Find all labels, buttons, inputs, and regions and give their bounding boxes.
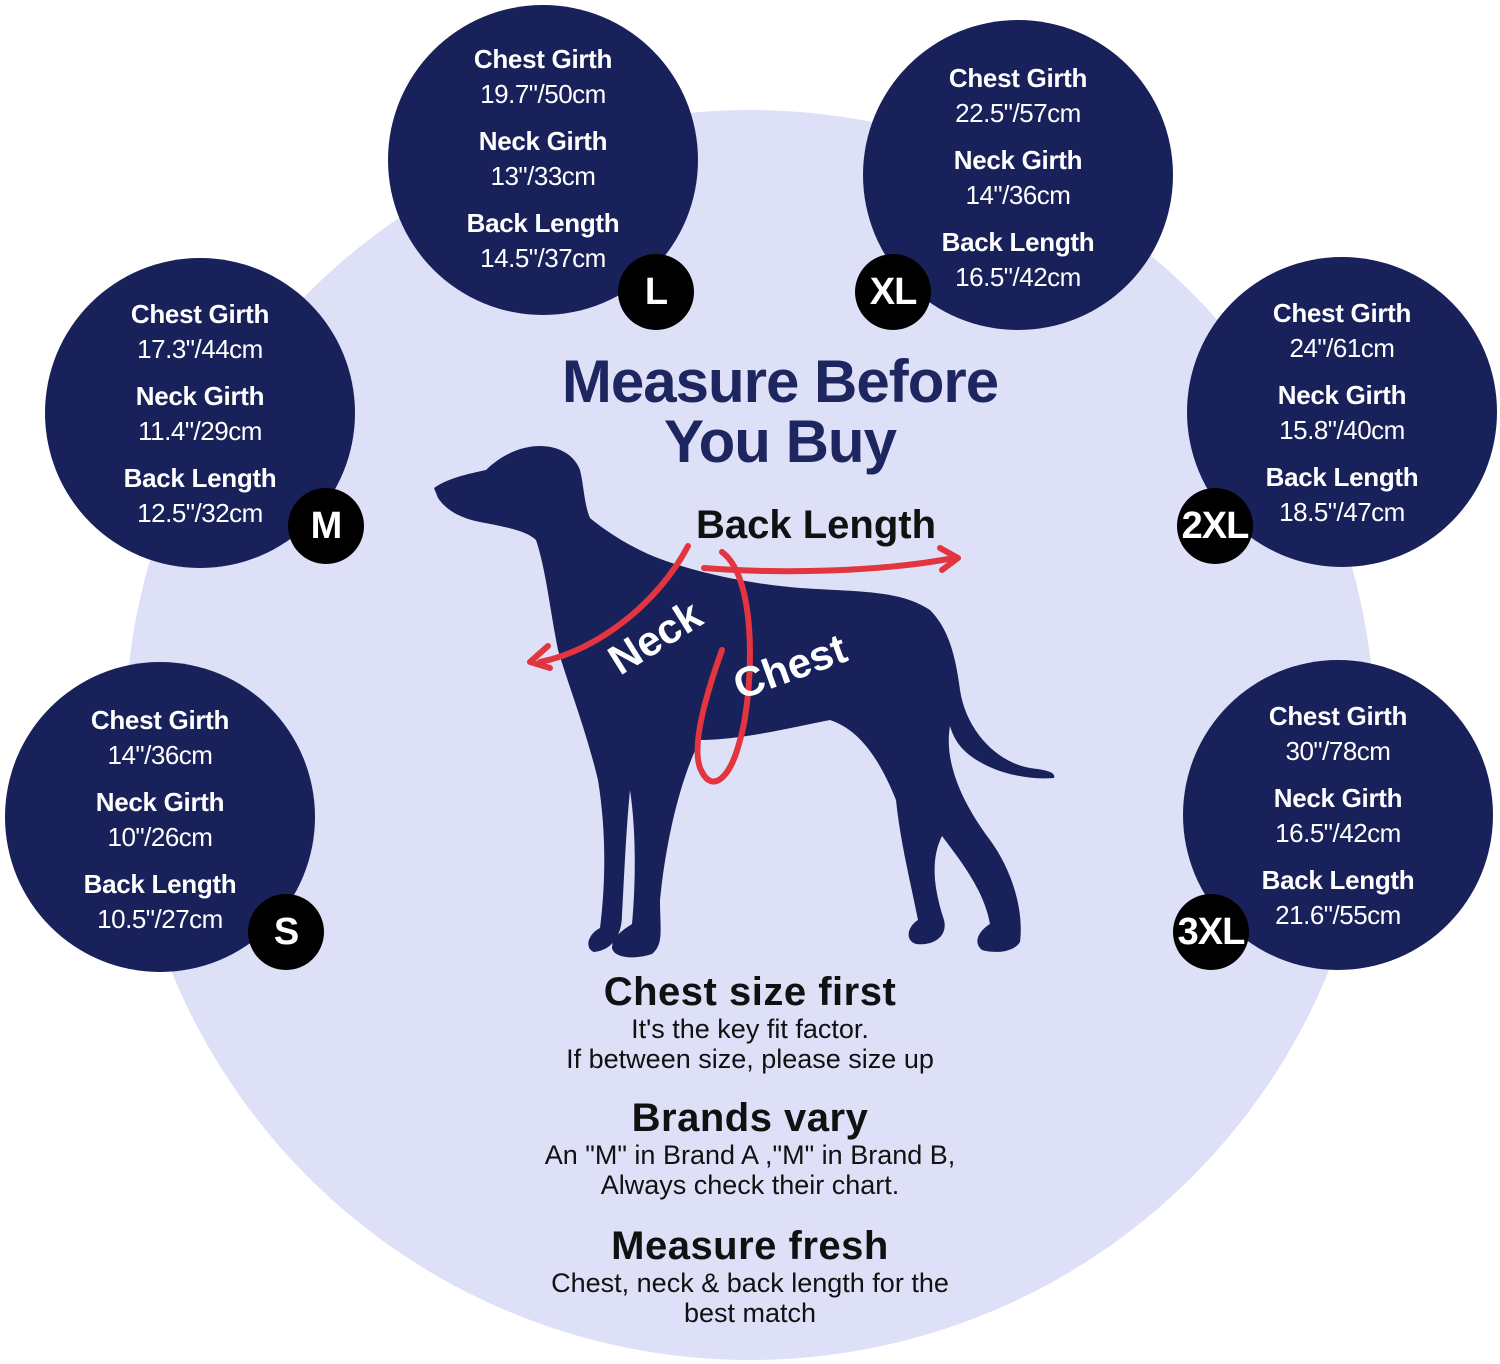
chest-line: [694, 549, 753, 785]
dog-measurement-illustration: Back Length Neck Chest: [434, 446, 1055, 958]
chest-girth-value: 30"/78cm: [1285, 736, 1391, 766]
back-length-label: Back Length: [83, 869, 237, 899]
tip-heading: Chest size first: [603, 970, 897, 1014]
neck-girth-value: 15.8"/40cm: [1279, 415, 1405, 445]
back-length-measure-label: Back Length: [696, 503, 936, 547]
page-title: Measure Before You Buy: [561, 348, 999, 475]
tip-line: If between size, please size up: [566, 1044, 934, 1074]
back-length-arrowhead: [937, 545, 961, 573]
chest-girth-value: 22.5"/57cm: [955, 98, 1081, 128]
tip-chest-first: Chest size first It's the key fit factor…: [400, 970, 1100, 1074]
neck-girth-value: 11.4"/29cm: [138, 416, 262, 446]
tip-line: Chest, neck & back length for the: [551, 1268, 949, 1298]
neck-girth-value: 13"/33cm: [490, 161, 596, 191]
size-badge-m: M: [288, 488, 364, 564]
back-length-value: 12.5"/32cm: [137, 498, 263, 528]
back-length-label: Back Length: [123, 463, 277, 493]
chest-girth-label: Chest Girth: [90, 705, 230, 735]
back-length-value: 18.5"/47cm: [1279, 497, 1405, 527]
back-length-value: 14.5"/37cm: [480, 243, 606, 273]
tip-line: It's the key fit factor.: [631, 1014, 869, 1044]
neck-line: [537, 543, 691, 665]
back-length-label: Back Length: [941, 227, 1095, 257]
neck-girth-label: Neck Girth: [135, 381, 265, 411]
chest-girth-label: Chest Girth: [1268, 701, 1408, 731]
chest-girth-value: 17.3"/44cm: [137, 334, 263, 364]
chest-girth-label: Chest Girth: [130, 299, 270, 329]
chest-girth-label: Chest Girth: [948, 63, 1088, 93]
size-badge-s: S: [248, 894, 324, 970]
tip-line: Always check their chart.: [600, 1170, 900, 1200]
neck-girth-label: Neck Girth: [1277, 380, 1407, 410]
back-length-value: 16.5"/42cm: [955, 262, 1081, 292]
tip-heading: Brands vary: [631, 1096, 869, 1140]
size-badge-xl: XL: [855, 254, 931, 330]
dog-silhouette: [434, 446, 1055, 958]
neck-girth-value: 16.5"/42cm: [1275, 818, 1401, 848]
tip-line: best match: [683, 1298, 817, 1328]
back-length-value: 21.6"/55cm: [1275, 900, 1401, 930]
back-length-value: 10.5"/27cm: [97, 904, 223, 934]
neck-girth-value: 14"/36cm: [965, 180, 1071, 210]
tip-measure-fresh: Measure fresh Chest, neck & back length …: [400, 1224, 1100, 1328]
size-badge-3xl: 3XL: [1173, 894, 1249, 970]
chest-girth-value: 14"/36cm: [107, 740, 213, 770]
neck-girth-label: Neck Girth: [478, 126, 608, 156]
neck-girth-label: Neck Girth: [95, 787, 225, 817]
tip-brands-vary: Brands vary An "M" in Brand A ,"M" in Br…: [400, 1096, 1100, 1200]
size-card-l: Chest Girth 19.7"/50cm Neck Girth 13"/33…: [388, 5, 698, 315]
back-length-label: Back Length: [466, 208, 620, 238]
back-length-label: Back Length: [1265, 462, 1419, 492]
size-badge-l: L: [618, 254, 694, 330]
neck-girth-value: 10"/26cm: [107, 822, 213, 852]
back-length-label: Back Length: [1261, 865, 1415, 895]
size-badge-2xl: 2XL: [1177, 488, 1253, 564]
chest-girth-label: Chest Girth: [473, 44, 613, 74]
chest-girth-value: 19.7"/50cm: [480, 79, 606, 109]
tip-line: An "M" in Brand A ,"M" in Brand B,: [544, 1140, 956, 1170]
neck-girth-label: Neck Girth: [953, 145, 1083, 175]
back-length-line: [701, 555, 957, 575]
neck-arrowhead: [527, 643, 553, 671]
chest-girth-label: Chest Girth: [1272, 298, 1412, 328]
chest-girth-value: 24"/61cm: [1289, 333, 1395, 363]
tip-heading: Measure fresh: [611, 1224, 889, 1268]
neck-girth-label: Neck Girth: [1273, 783, 1403, 813]
